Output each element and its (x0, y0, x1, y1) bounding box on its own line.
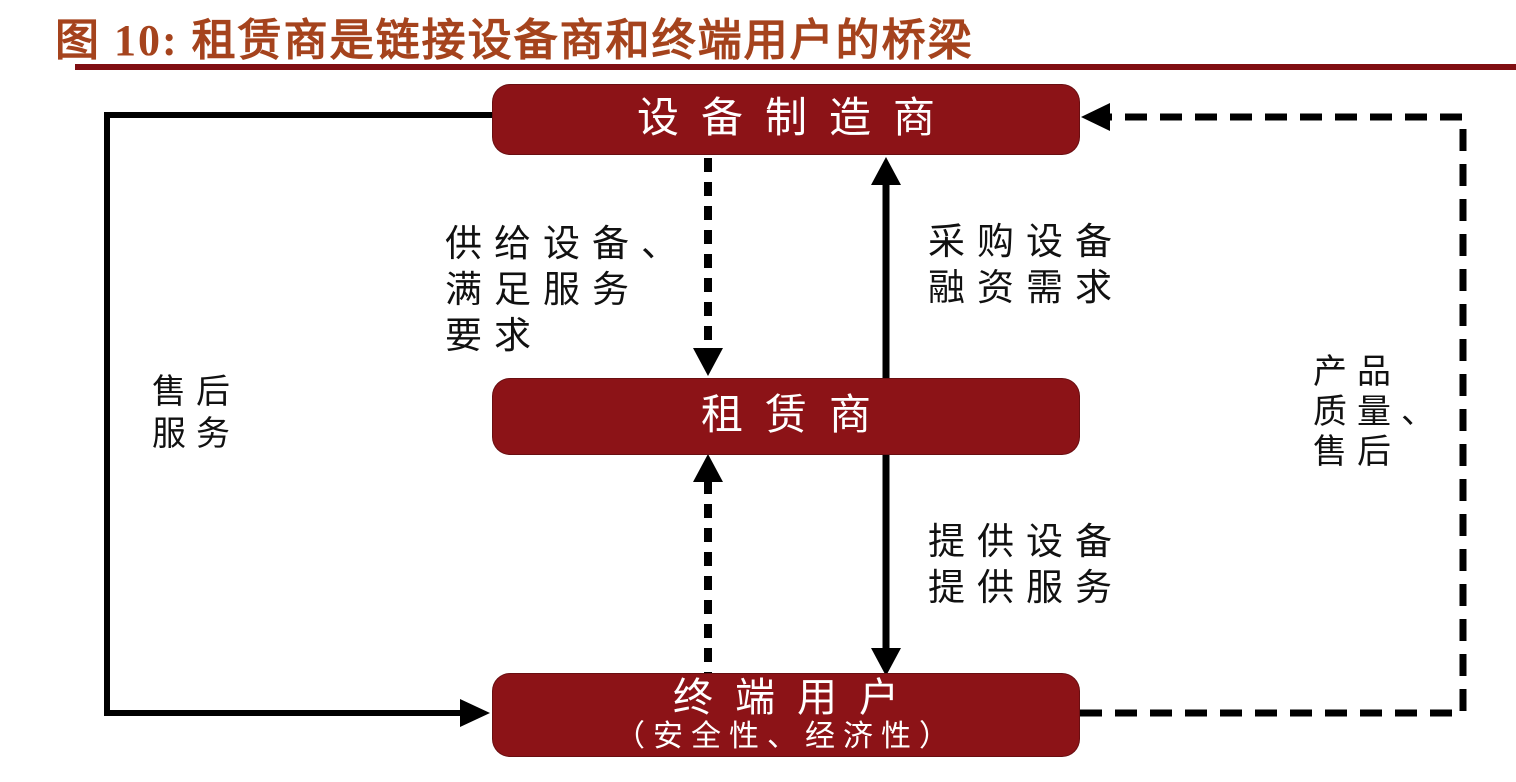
aftersale-path-label: 售后 服务 (152, 372, 240, 456)
node-manufacturer: 设备制造商 (492, 84, 1080, 155)
label-line: 融资需求 (928, 268, 1124, 309)
node-manufacturer-label: 设备制造商 (636, 96, 957, 143)
aftersale-path-solid (104, 112, 492, 727)
finance-arrow-label: 采购设备 融资需求 (928, 220, 1124, 312)
label-line: 满足服务 (445, 270, 641, 311)
supply-arrow-dashed-down (693, 158, 723, 376)
node-end-user-label: 终端用户 (673, 674, 921, 720)
label-line: 提供设备 (928, 522, 1124, 563)
demand-arrow-dashed-up (693, 454, 723, 673)
provide-arrow-label: 提供设备 提供服务 (928, 520, 1124, 612)
node-end-user-sublabel: （安全性、经济性） (615, 719, 957, 753)
node-lessor-label: 租赁商 (700, 393, 893, 440)
label-line: 售后 (1313, 434, 1401, 471)
label-line: 采购设备 (928, 222, 1124, 263)
finance-arrow-solid-up (871, 157, 901, 378)
label-line: 供给设备、 (445, 224, 690, 265)
provide-arrow-solid-down (871, 455, 901, 676)
label-line: 质量、 (1313, 394, 1445, 431)
figure-title: 图 10: 租赁商是链接设备商和终端用户的桥梁 (55, 16, 974, 65)
label-line: 提供服务 (928, 568, 1124, 609)
node-lessor: 租赁商 (492, 378, 1080, 455)
supply-arrow-label: 供给设备、 满足服务 要求 (445, 222, 690, 360)
label-line: 产品 (1313, 354, 1401, 391)
label-line: 售后 (152, 374, 240, 411)
title-rule (75, 64, 1516, 70)
node-end-user: 终端用户 （安全性、经济性） (492, 673, 1080, 757)
feedback-path-label: 产品 质量、 售后 (1313, 353, 1445, 473)
label-line: 要求 (445, 316, 543, 357)
feedback-path-dashed (1080, 103, 1467, 717)
label-line: 服务 (152, 416, 240, 453)
